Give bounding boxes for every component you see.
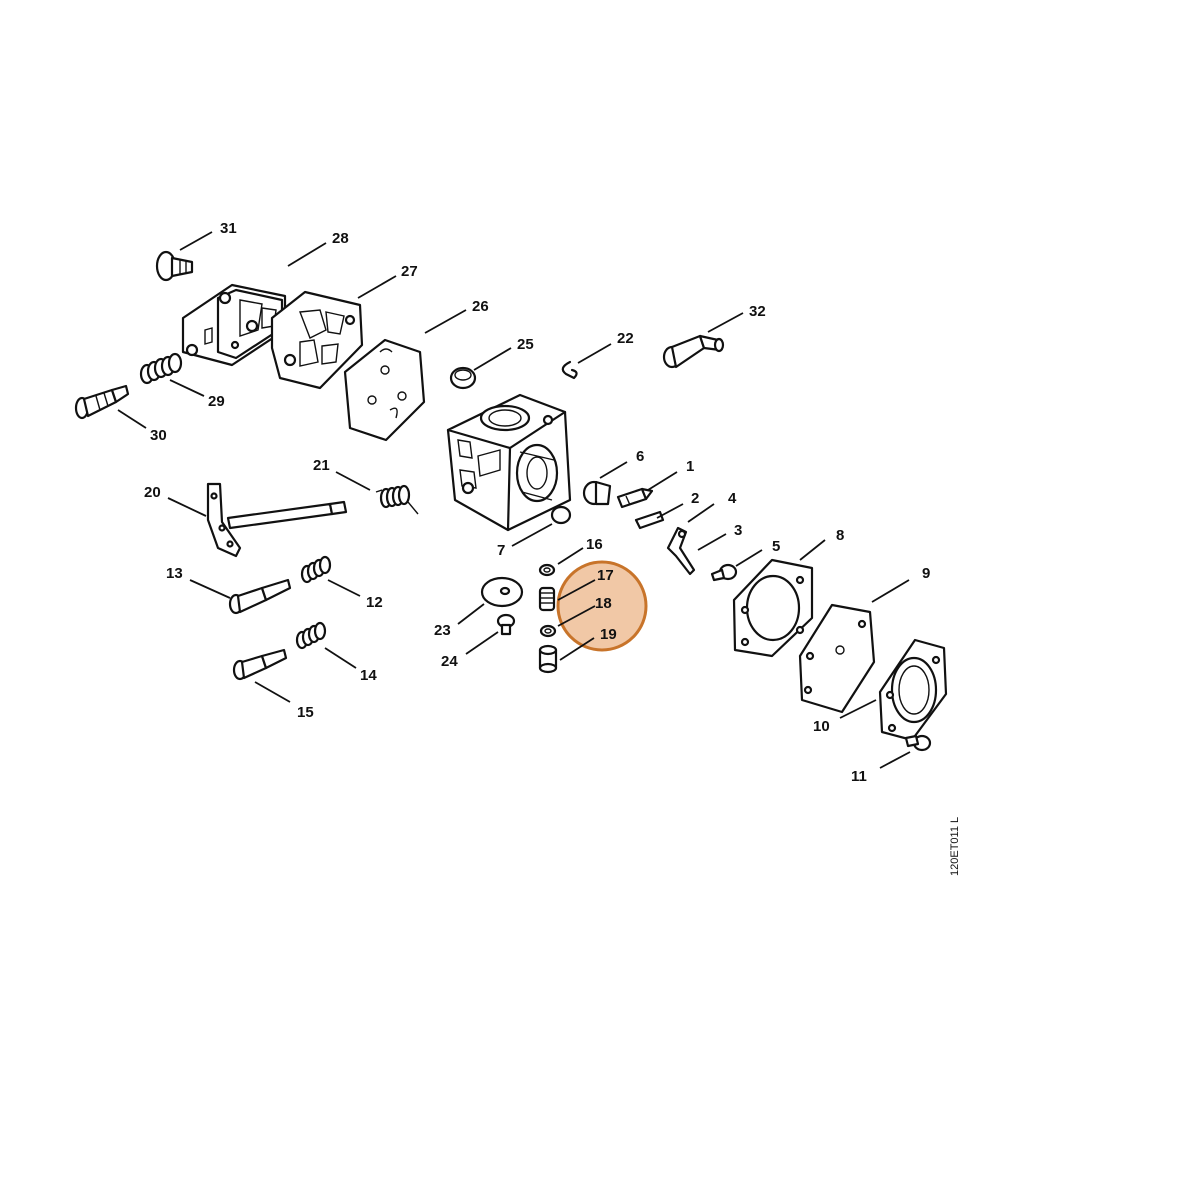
label-5: 5 <box>772 538 780 555</box>
part-8-gasket[interactable] <box>732 558 814 658</box>
part-22-clip[interactable] <box>561 360 578 380</box>
highlight-circle <box>556 560 648 652</box>
part-2-pin[interactable] <box>634 510 665 530</box>
part-11-screw[interactable] <box>904 734 932 752</box>
part-17-spring[interactable] <box>538 586 556 612</box>
label-10: 10 <box>813 718 830 735</box>
part-23-disc[interactable] <box>480 576 524 608</box>
part-21-torsion-spring[interactable] <box>375 484 419 515</box>
part-13-idle-screw[interactable] <box>228 578 292 615</box>
part-29-spring[interactable] <box>139 352 183 385</box>
part-5-screw[interactable] <box>710 563 738 582</box>
label-20: 20 <box>144 484 161 501</box>
part-25-plug[interactable] <box>449 366 477 390</box>
label-25: 25 <box>517 336 534 353</box>
part-16-washer[interactable] <box>538 563 556 577</box>
part-9-metering-diaphragm[interactable] <box>798 603 876 714</box>
leader-lines <box>117 231 911 769</box>
part-4-lever[interactable] <box>666 526 696 576</box>
label-11: 11 <box>851 768 867 785</box>
label-27: 27 <box>401 263 418 280</box>
part-26-pump-diaphragm[interactable] <box>343 338 426 442</box>
label-3: 3 <box>734 522 742 539</box>
label-21: 21 <box>313 457 330 474</box>
label-16: 16 <box>586 536 603 553</box>
label-29: 29 <box>208 393 225 410</box>
label-17: 17 <box>597 567 614 584</box>
part-28-pump-cover[interactable] <box>181 283 287 367</box>
label-23: 23 <box>434 622 451 639</box>
label-2: 2 <box>691 490 699 507</box>
label-19: 19 <box>600 626 617 643</box>
part-27-pump-gasket[interactable] <box>270 290 364 390</box>
drawing-code: 120ET011 L <box>949 817 961 876</box>
part-14-spring[interactable] <box>295 621 327 650</box>
label-8: 8 <box>836 527 844 544</box>
part-18-washer[interactable] <box>539 624 557 638</box>
label-32: 32 <box>749 303 766 320</box>
part-labels: 31 28 27 26 25 22 32 29 30 6 1 2 4 3 5 8… <box>144 220 961 876</box>
part-24-screw[interactable] <box>496 613 516 636</box>
part-6-plug[interactable] <box>582 480 612 506</box>
label-15: 15 <box>297 704 314 721</box>
label-18: 18 <box>595 595 612 612</box>
part-15-adjusting-screw[interactable] <box>232 648 288 681</box>
label-22: 22 <box>617 330 634 347</box>
label-9: 9 <box>922 565 930 582</box>
label-31: 31 <box>220 220 237 237</box>
label-7: 7 <box>497 542 505 559</box>
part-20-throttle-shaft[interactable] <box>206 482 348 558</box>
part-1-inlet-needle[interactable] <box>616 487 654 509</box>
label-24: 24 <box>441 653 458 670</box>
part-12-spring[interactable] <box>300 555 332 584</box>
label-6: 6 <box>636 448 644 465</box>
part-10-metering-cover[interactable] <box>878 638 948 742</box>
label-14: 14 <box>360 667 377 684</box>
part-31-screw[interactable] <box>155 250 194 282</box>
carburetor-body[interactable] <box>446 393 572 532</box>
label-28: 28 <box>332 230 349 247</box>
label-1: 1 <box>686 458 694 475</box>
label-13: 13 <box>166 565 183 582</box>
part-7-o-ring[interactable] <box>550 505 572 525</box>
part-30-adjusting-screw[interactable] <box>74 384 130 420</box>
label-26: 26 <box>472 298 489 315</box>
label-12: 12 <box>366 594 383 611</box>
part-32-fuel-fitting[interactable] <box>662 334 725 369</box>
part-19-sleeve[interactable] <box>538 644 558 674</box>
label-30: 30 <box>150 427 167 444</box>
label-4: 4 <box>728 490 737 507</box>
